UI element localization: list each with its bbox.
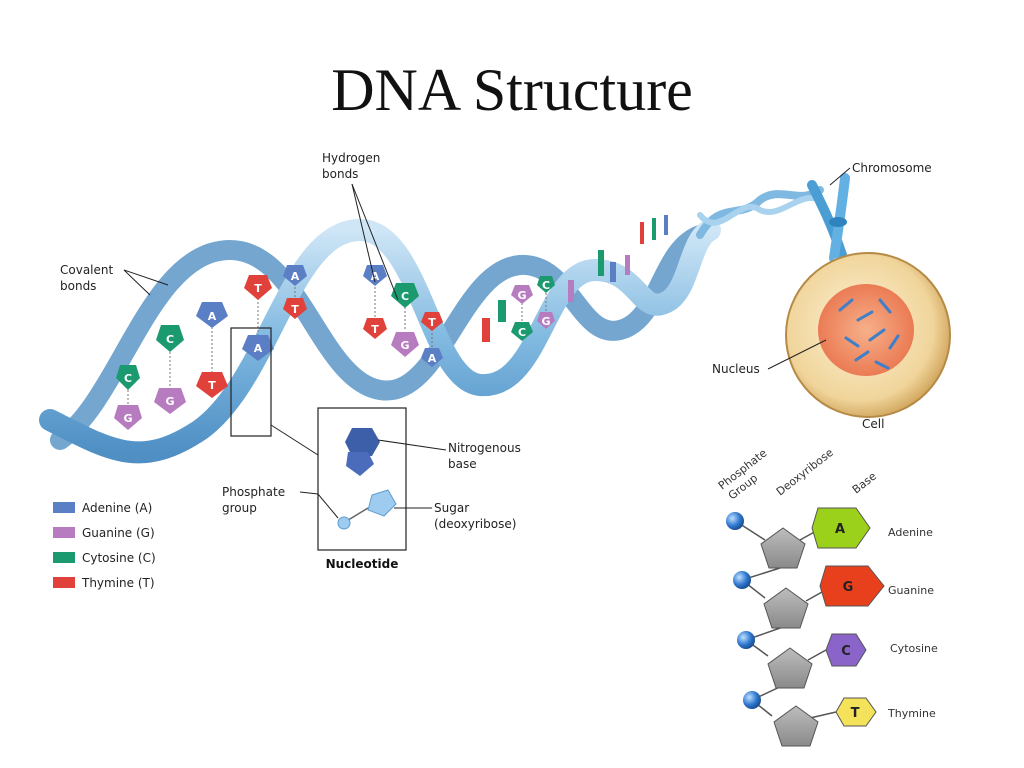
base-letter: A bbox=[254, 342, 263, 355]
nucleus-label: Nucleus bbox=[712, 362, 760, 376]
svg-text:bonds: bonds bbox=[322, 167, 358, 181]
base-pair: C G bbox=[391, 283, 419, 357]
distant-base-pairs bbox=[482, 215, 668, 342]
phosphate-group-label: Phosphate group bbox=[222, 485, 339, 519]
base-letter: C bbox=[401, 290, 409, 303]
base-hexagon-cytosine bbox=[825, 633, 867, 667]
phosphate-ball bbox=[737, 631, 755, 649]
chain-header-base: Base bbox=[850, 469, 879, 496]
base-pair: C G bbox=[114, 365, 142, 430]
legend-label: Guanine (G) bbox=[82, 526, 155, 540]
svg-text:A: A bbox=[835, 522, 845, 537]
base-name: Guanine bbox=[888, 584, 934, 597]
legend-label: Cytosine (C) bbox=[82, 551, 156, 565]
base-letter: G bbox=[517, 289, 526, 302]
chain-header-deoxyribose: Deoxyribose bbox=[774, 446, 836, 499]
base-name: Adenine bbox=[888, 526, 933, 539]
helix-base-pairs: C G C G A T T A A bbox=[114, 215, 668, 430]
base-letter: T bbox=[254, 282, 262, 295]
legend-label: Adenine (A) bbox=[82, 501, 152, 515]
legend-label: Thymine (T) bbox=[81, 576, 155, 590]
base-letter: T bbox=[371, 323, 379, 336]
nucleotide-label: Nucleotide bbox=[326, 557, 399, 571]
deoxyribose-pentagon bbox=[763, 587, 809, 629]
svg-text:(deoxyribose): (deoxyribose) bbox=[434, 517, 516, 531]
legend-swatch-guanine bbox=[53, 527, 75, 538]
base-letter: T bbox=[208, 379, 216, 392]
phosphate-ball bbox=[743, 691, 761, 709]
deoxyribose-pentagon bbox=[760, 527, 806, 569]
deoxyribose-pentagon bbox=[767, 647, 813, 689]
base-letter: C bbox=[166, 333, 174, 346]
base-letter: C bbox=[124, 372, 132, 385]
base-pair: T A bbox=[421, 312, 443, 367]
base-pair: A T bbox=[283, 265, 307, 319]
covalent-bonds-label: Covalent bonds bbox=[60, 263, 169, 296]
base-hexagon-thymine bbox=[835, 697, 877, 727]
base-name: Cytosine bbox=[890, 642, 938, 655]
base-letter: C bbox=[542, 279, 550, 292]
svg-text:C: C bbox=[841, 644, 851, 659]
base-legend: Adenine (A) Guanine (G) Cytosine (C) Thy… bbox=[53, 501, 156, 590]
page-title: DNA Structure bbox=[331, 57, 693, 123]
legend-swatch-thymine bbox=[53, 577, 75, 588]
chromosome-label: Chromosome bbox=[852, 161, 932, 175]
hydrogen-bonds-label: Hydrogen bonds bbox=[322, 151, 399, 301]
helix-backbone bbox=[39, 186, 824, 464]
legend-swatch-cytosine bbox=[53, 552, 75, 563]
base-letter: G bbox=[165, 395, 174, 408]
base-hexagon-adenine bbox=[811, 507, 871, 549]
svg-text:Hydrogen: Hydrogen bbox=[322, 151, 380, 165]
base-letter: G bbox=[123, 412, 132, 425]
base-letter: T bbox=[291, 303, 299, 316]
svg-text:group: group bbox=[222, 501, 257, 515]
svg-text:Sugar: Sugar bbox=[434, 501, 469, 515]
deoxyribose-pentagon bbox=[773, 705, 819, 747]
base-letter: A bbox=[428, 352, 437, 365]
legend-swatch-adenine bbox=[53, 502, 75, 513]
svg-text:Phosphate: Phosphate bbox=[222, 485, 285, 499]
base-letter: G bbox=[541, 315, 550, 328]
cell: Nucleus Cell bbox=[712, 252, 951, 431]
nucleotide-inset: Nucleotide bbox=[317, 407, 407, 571]
svg-text:Covalent: Covalent bbox=[60, 263, 113, 277]
svg-text:Nitrogenous: Nitrogenous bbox=[448, 441, 521, 455]
nucleotide-highlight-box bbox=[230, 327, 272, 437]
base-pair: A T bbox=[363, 265, 387, 339]
base-letter: G bbox=[400, 339, 409, 352]
base-letter: A bbox=[371, 270, 380, 283]
svg-text:G: G bbox=[843, 580, 854, 595]
cell-label: Cell bbox=[862, 417, 884, 431]
base-letter: C bbox=[518, 326, 526, 339]
phosphate-ball bbox=[733, 571, 751, 589]
svg-text:base: base bbox=[448, 457, 477, 471]
svg-text:bonds: bonds bbox=[60, 279, 96, 293]
svg-text:T: T bbox=[851, 706, 860, 721]
base-letter: A bbox=[291, 270, 300, 283]
base-pair: C G bbox=[154, 325, 186, 414]
base-pair: A T bbox=[196, 302, 228, 398]
base-letter: A bbox=[208, 310, 217, 323]
base-pair: C G bbox=[537, 276, 555, 329]
nitrogenous-base-label: Nitrogenous base bbox=[377, 439, 521, 471]
phosphate-ball bbox=[726, 512, 744, 530]
base-letter: T bbox=[428, 316, 436, 329]
nucleotide-chain: Phosphate Group Deoxyribose Base A Adeni… bbox=[716, 446, 938, 747]
base-pair: G C bbox=[511, 285, 533, 341]
base-hexagon-guanine bbox=[819, 565, 885, 607]
sugar-label: Sugar (deoxyribose) bbox=[394, 501, 516, 531]
base-name: Thymine bbox=[887, 707, 936, 720]
